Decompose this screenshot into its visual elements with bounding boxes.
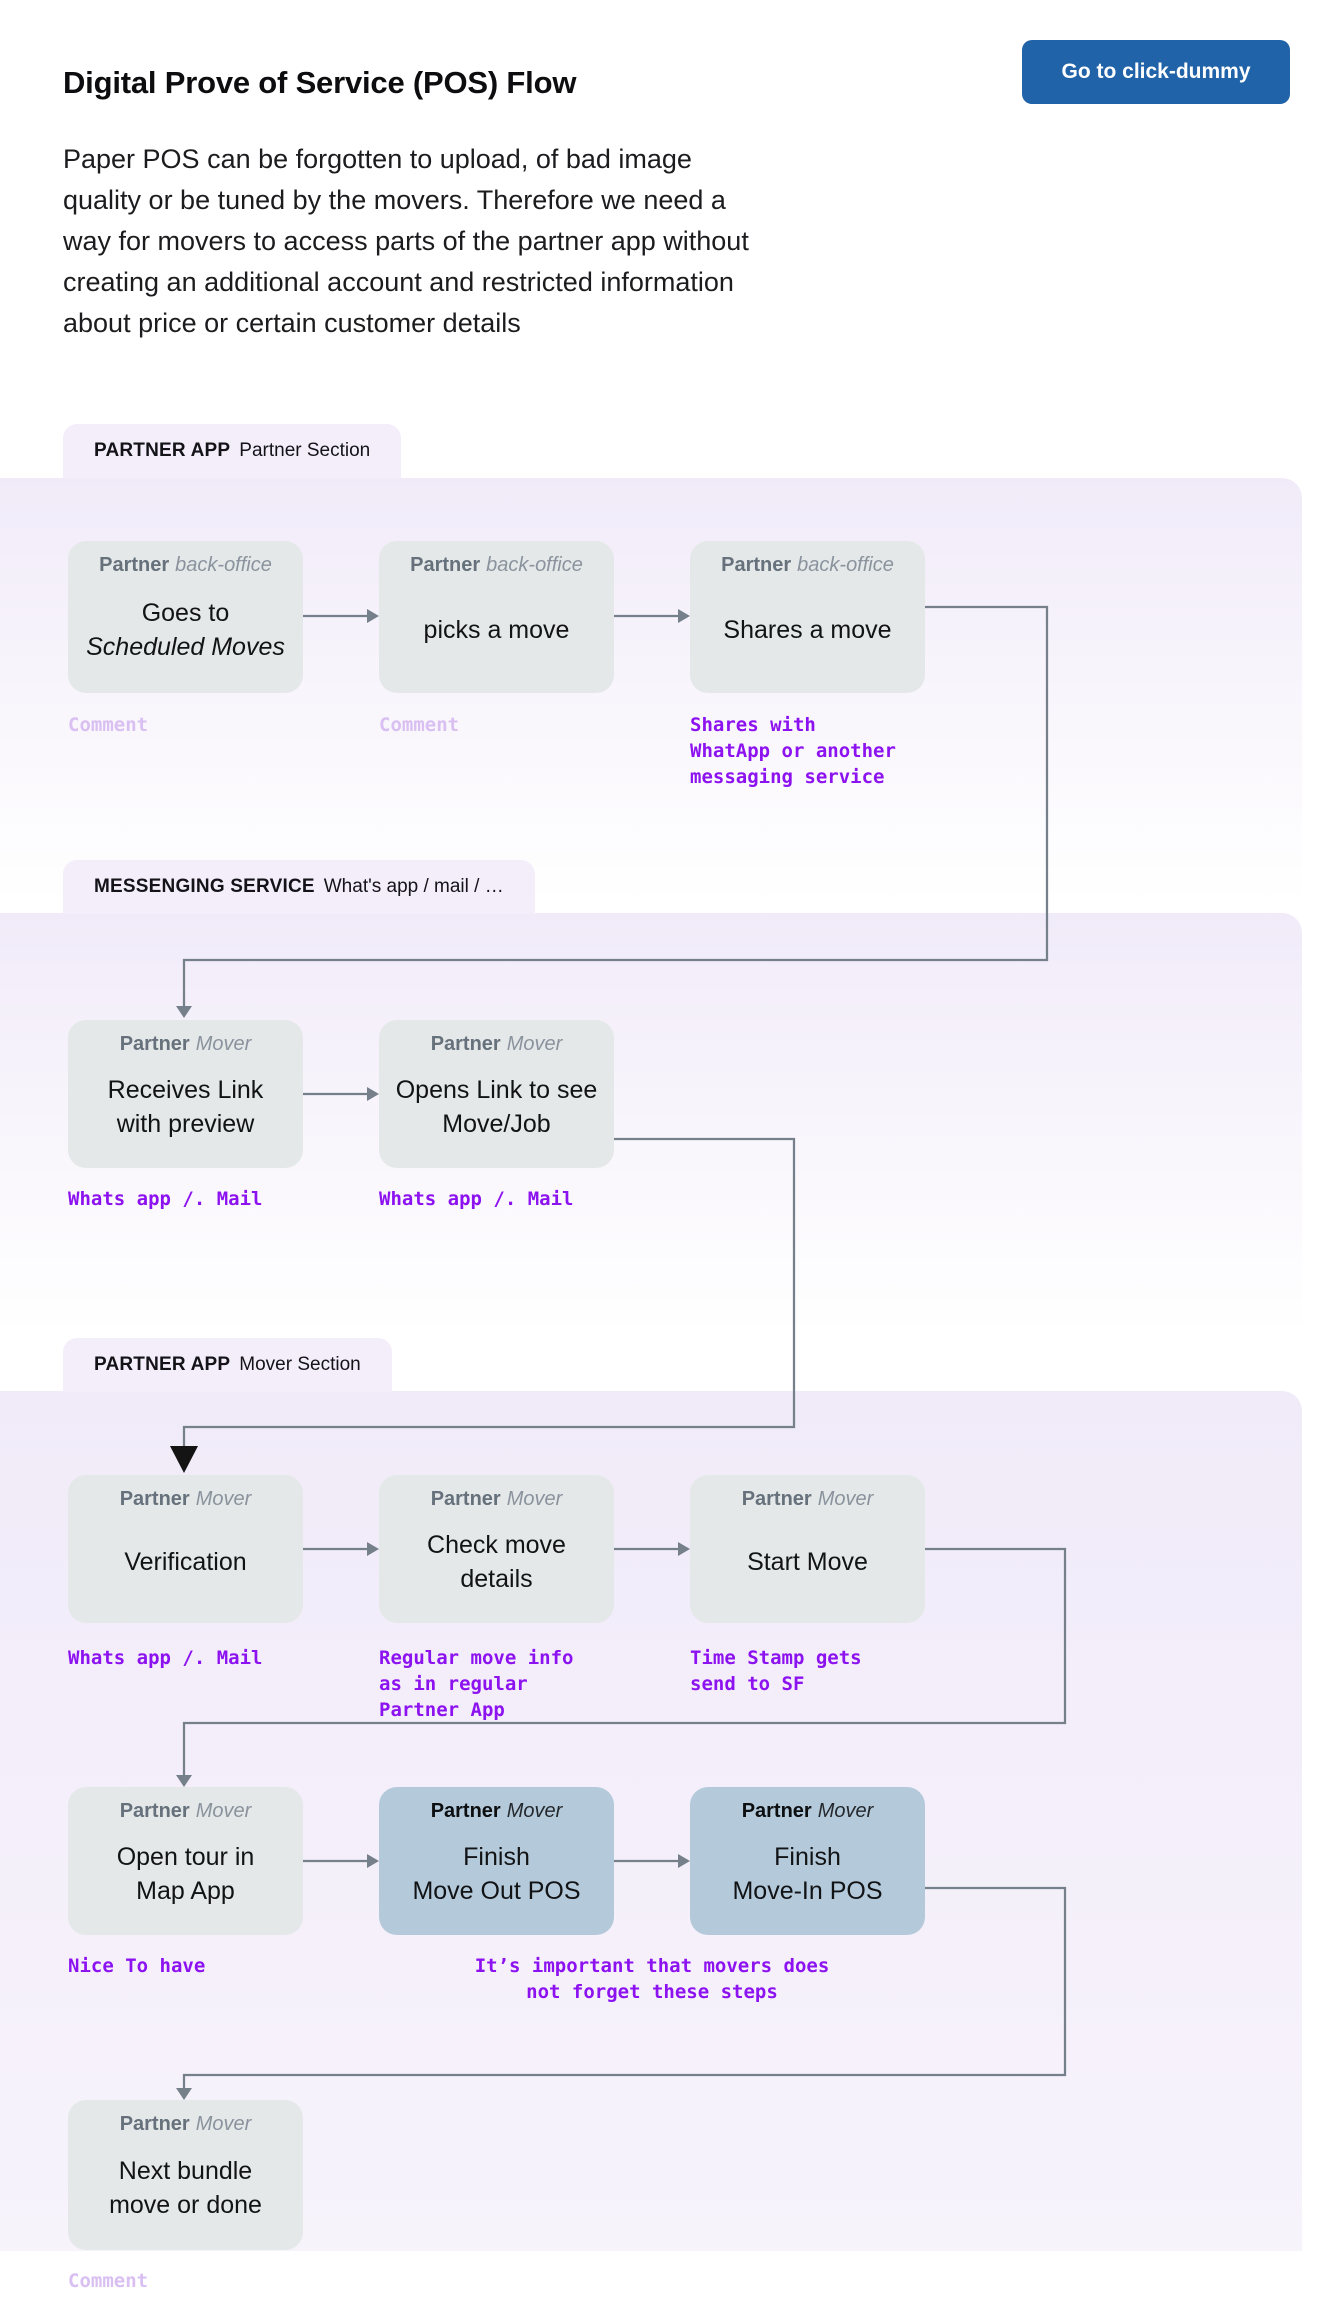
role-kind: Mover xyxy=(506,1488,563,1510)
section-tab-partner-app-partner: PARTNER APP Partner Section xyxy=(63,424,402,478)
role-kind: Mover xyxy=(195,2113,252,2135)
role-bold: Partner xyxy=(430,1800,501,1822)
comment-shares-with-whatsapp: Shares with WhatApp or another messaging… xyxy=(690,714,896,788)
role-bold: Partner xyxy=(741,1488,812,1510)
section-tab-bold-label: PARTNER APP xyxy=(94,440,231,461)
role-kind: Mover xyxy=(817,1488,874,1510)
role-kind: Mover xyxy=(506,1800,563,1822)
role-bold: Partner xyxy=(721,554,792,576)
role-kind: Mover xyxy=(506,1033,563,1055)
role-bold: Partner xyxy=(430,1033,501,1055)
comment-whatsapp-mail: Whats app /. Mail xyxy=(68,1647,263,1669)
comment-timestamp-sf: Time Stamp gets send to SF xyxy=(690,1647,862,1695)
role-kind: Mover xyxy=(195,1033,252,1055)
comment-important-steps: It’s important that movers does not forg… xyxy=(474,1955,830,2003)
node-title: Shares a move xyxy=(723,616,892,644)
role-bold: Partner xyxy=(430,1488,501,1510)
role-kind: Mover xyxy=(817,1800,874,1822)
role-bold: Partner xyxy=(119,1033,190,1055)
role-kind: Mover xyxy=(195,1488,252,1510)
section-tab-label: What's app / mail / … xyxy=(323,876,504,897)
section-tab-label: Partner Section xyxy=(239,440,371,461)
page-title: Digital Prove of Service (POS) Flow xyxy=(63,64,577,100)
role-bold: Partner xyxy=(119,1800,190,1822)
section-tab-bold-label: MESSENGING SERVICE xyxy=(94,876,315,897)
role-kind: back-office xyxy=(175,554,272,576)
comment-whatsapp-mail: Whats app /. Mail xyxy=(379,1188,574,1210)
role-bold: Partner xyxy=(119,1488,190,1510)
role-bold: Partner xyxy=(99,554,170,576)
role-bold: Partner xyxy=(410,554,481,576)
role-kind: back-office xyxy=(486,554,583,576)
role-kind: back-office xyxy=(797,554,894,576)
section-tab-partner-app-mover: PARTNER APP Mover Section xyxy=(63,1338,392,1392)
node-title: Verification xyxy=(124,1548,247,1576)
comment-placeholder: Comment xyxy=(68,2270,149,2292)
page-description: Paper POS can be forgotten to upload, of… xyxy=(63,144,749,338)
role-bold: Partner xyxy=(119,2113,190,2135)
comment-nice-to-have: Nice To have xyxy=(68,1955,206,1977)
role-kind: Mover xyxy=(195,1800,252,1822)
comment-placeholder: Comment xyxy=(68,714,149,736)
comment-whatsapp-mail: Whats app /. Mail xyxy=(68,1188,263,1210)
section-tab-label: Mover Section xyxy=(239,1354,361,1375)
section-tab-messaging-service: MESSENGING SERVICE What's app / mail / … xyxy=(63,860,535,914)
section-tab-bold-label: PARTNER APP xyxy=(94,1354,231,1375)
role-bold: Partner xyxy=(741,1800,812,1822)
comment-regular-move-info: Regular move info as in regular Partner … xyxy=(379,1647,574,1721)
comment-placeholder: Comment xyxy=(379,714,460,736)
go-to-click-dummy-button[interactable]: Go to click-dummy xyxy=(1022,40,1290,104)
node-title: picks a move xyxy=(423,616,570,644)
node-title: Start Move xyxy=(747,1548,868,1576)
